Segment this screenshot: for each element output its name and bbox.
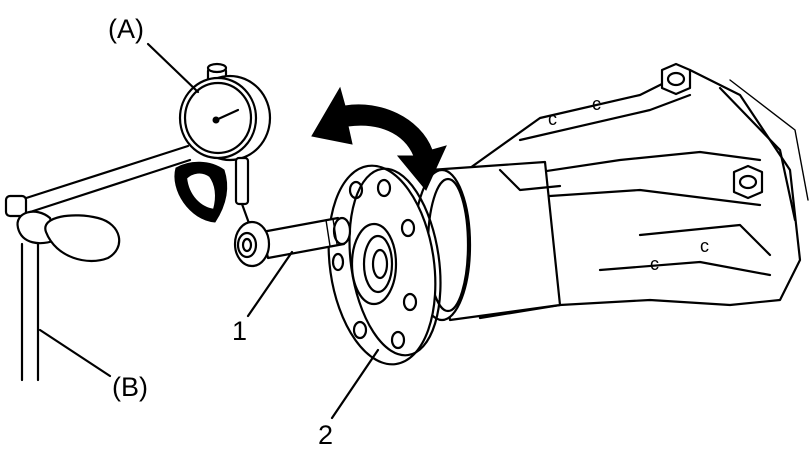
svg-text:c: c: [592, 94, 601, 114]
rotation-arrow-icon: [311, 86, 447, 191]
gauge-attachment-rod: [233, 216, 352, 268]
label-dial-gauge: (A): [108, 14, 144, 44]
leader-line-1: [246, 250, 294, 318]
svg-text:c: c: [650, 254, 659, 274]
bolt-middle-icon: [732, 164, 764, 200]
label-part-1: 1: [232, 316, 247, 346]
differential-housing: c c c c: [412, 62, 809, 322]
dial-gauge: [174, 62, 272, 228]
leader-line-a: [146, 42, 200, 94]
leader-line-b: [38, 328, 112, 378]
companion-flange: [327, 164, 442, 366]
svg-text:c: c: [700, 236, 709, 256]
label-part-2: 2: [318, 420, 333, 450]
bolt-top-icon: [660, 62, 692, 96]
svg-text:c: c: [548, 109, 557, 129]
leader-line-2: [330, 348, 380, 420]
label-magnetic-stand: (B): [112, 372, 148, 402]
magnetic-stand: [4, 144, 192, 382]
